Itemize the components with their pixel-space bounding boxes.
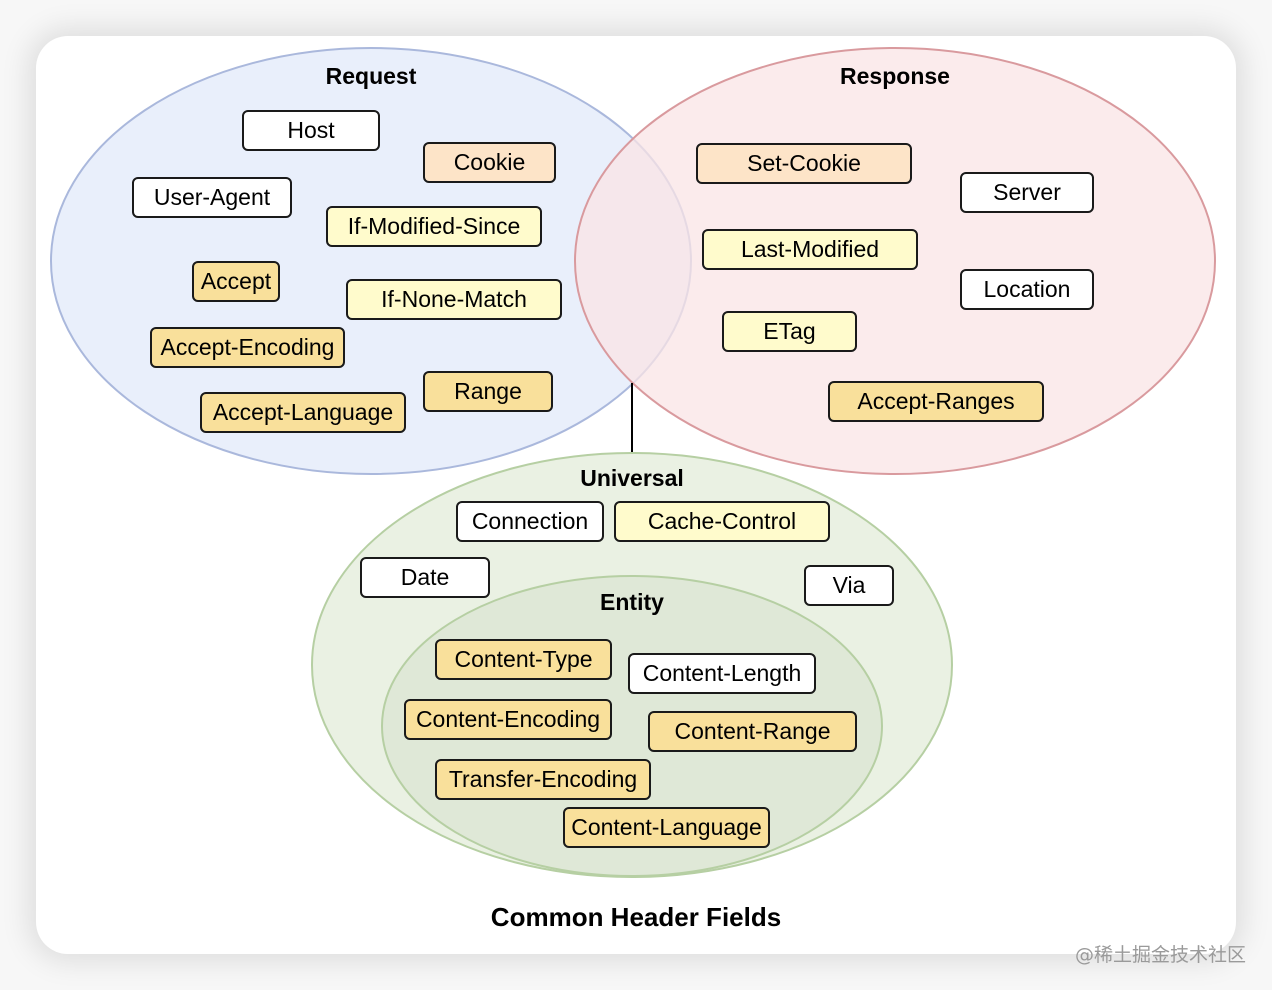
diagram-title: Common Header Fields xyxy=(490,902,782,932)
field-cookie: Cookie xyxy=(423,142,556,183)
field-via: Via xyxy=(804,565,894,606)
field-content-type: Content-Type xyxy=(435,639,612,680)
universal-set-title: Universal xyxy=(580,465,684,491)
request-set-title: Request xyxy=(326,63,417,89)
field-accept-ranges: Accept-Ranges xyxy=(828,381,1044,422)
field-set-cookie: Set-Cookie xyxy=(696,143,912,184)
field-accept-language: Accept-Language xyxy=(200,392,406,433)
response-set-title: Response xyxy=(840,63,950,89)
field-range: Range xyxy=(423,371,553,412)
entity-set-title: Entity xyxy=(600,589,664,615)
field-date: Date xyxy=(360,557,490,598)
field-etag: ETag xyxy=(722,311,857,352)
field-content-encoding: Content-Encoding xyxy=(404,699,612,740)
field-host: Host xyxy=(242,110,380,151)
field-accept: Accept xyxy=(192,261,280,302)
field-location: Location xyxy=(960,269,1094,310)
field-content-length: Content-Length xyxy=(628,653,816,694)
field-if-none-match: If-None-Match xyxy=(346,279,562,320)
field-last-modified: Last-Modified xyxy=(702,229,918,270)
field-server: Server xyxy=(960,172,1094,213)
field-accept-encoding: Accept-Encoding xyxy=(150,327,345,368)
field-transfer-encoding: Transfer-Encoding xyxy=(435,759,651,800)
watermark: @稀土掘金技术社区 xyxy=(1074,944,1246,966)
field-content-range: Content-Range xyxy=(648,711,857,752)
field-user-agent: User-Agent xyxy=(132,177,292,218)
field-content-language: Content-Language xyxy=(563,807,770,848)
field-cache-control: Cache-Control xyxy=(614,501,830,542)
field-connection: Connection xyxy=(456,501,604,542)
field-if-modified-since: If-Modified-Since xyxy=(326,206,542,247)
